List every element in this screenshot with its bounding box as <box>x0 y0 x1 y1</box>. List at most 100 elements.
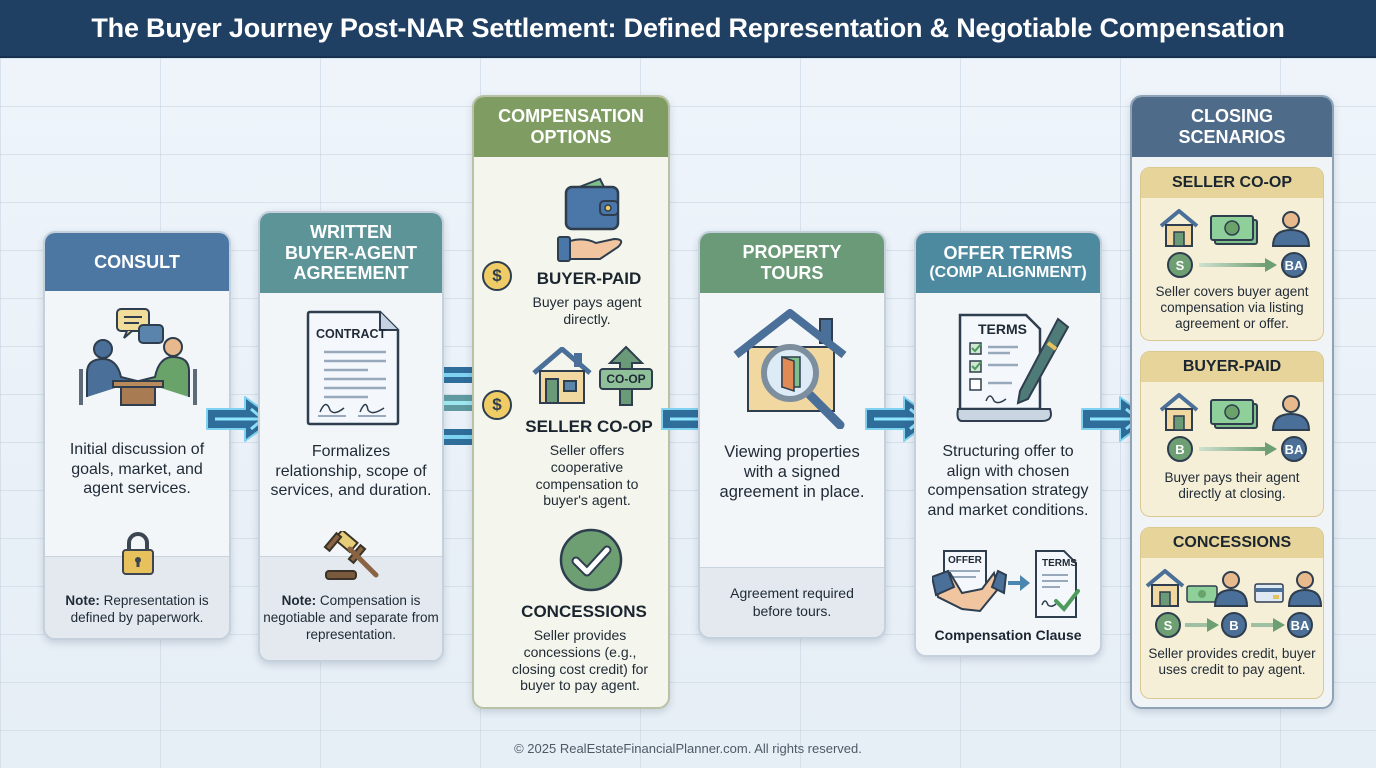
note-text: Representation is defined by paperwork. <box>70 593 209 625</box>
step-note: Note: Compensation is negotiable and sep… <box>260 531 442 660</box>
terms-document-icon <box>1035 550 1077 618</box>
checkmark-circle-icon <box>559 528 623 592</box>
page-title: The Buyer Journey Post-NAR Settlement: D… <box>91 12 1285 43</box>
payment-flow: S B BA <box>1141 612 1323 638</box>
step-title-line: CLOSING <box>1190 106 1273 127</box>
scenario-description: Buyer pays their agent directly at closi… <box>1164 470 1300 502</box>
step-offer-terms: OFFER TERMS (COMP ALIGNMENT) TERMS Struc… <box>914 231 1102 657</box>
coop-sign-icon: CO-OP <box>598 345 654 407</box>
terms-document-pen-icon: TERMS <box>956 313 1072 425</box>
scenario-buyer-paid: BUYER-PAID B BA Buyer pays their agent d… <box>1140 351 1324 517</box>
house-money-agent-icons <box>1159 393 1311 431</box>
flow-arrow-icon <box>1185 618 1219 632</box>
title-bar: The Buyer Journey Post-NAR Settlement: D… <box>0 0 1376 58</box>
note-label: Note: <box>281 593 317 608</box>
wallet-hand-icon <box>557 177 623 262</box>
note-text: Compensation is negotiable and separate … <box>263 593 439 642</box>
option-description: Seller offers cooperative compensation t… <box>535 442 639 509</box>
agent-icon <box>1287 571 1323 607</box>
flow-node: BA <box>1281 436 1307 462</box>
flow-arrow-icon <box>1199 442 1277 456</box>
step-title-line: (COMP ALIGNMENT) <box>929 264 1087 282</box>
step-title-line: BUYER-AGENT <box>284 242 417 263</box>
step-closing-scenarios: CLOSING SCENARIOS SELLER CO-OP S BA Sell… <box>1130 95 1334 709</box>
step-property-tours: PROPERTY TOURS Viewing properties with a… <box>698 231 886 639</box>
flow-node: B <box>1167 436 1193 462</box>
house-money-agent-icons <box>1159 209 1311 247</box>
house-icon <box>1145 569 1185 607</box>
step-consult: CONSULT Initial discussion of goals, mar… <box>43 231 231 640</box>
step-title-line: PROPERTY <box>742 242 842 263</box>
meeting-handshake-icon <box>79 308 197 406</box>
house-icon <box>1159 393 1199 431</box>
option-description: Seller provides concessions (e.g., closi… <box>511 627 649 694</box>
payment-flow: S BA <box>1141 252 1323 278</box>
step-title-line: TOURS <box>760 263 824 283</box>
step-title-line: OFFER TERMS <box>943 243 1073 264</box>
step-note: Agreement required before tours. <box>700 567 884 637</box>
step-title-line: SCENARIOS <box>1178 127 1286 147</box>
step-description: Initial discussion of goals, market, and… <box>69 441 205 498</box>
step-title: CONSULT <box>94 251 180 272</box>
credit-card-icon <box>1254 583 1284 603</box>
scenario-title: BUYER-PAID <box>1141 352 1323 382</box>
agent-icon <box>1271 395 1311 431</box>
flow-arrow-icon <box>1199 258 1277 272</box>
step-note: Note: Representation is defined by paper… <box>45 532 229 638</box>
step-compensation-options: COMPENSATION OPTIONS $ $ BUYER-PAID Buye… <box>472 95 670 709</box>
option-title: CONCESSIONS <box>521 602 647 621</box>
contract-label: CONTRACT <box>316 327 387 341</box>
option-title: BUYER-PAID <box>536 269 642 288</box>
contract-icon: CONTRACT <box>306 310 400 426</box>
step-compensation-header: COMPENSATION OPTIONS <box>474 97 668 157</box>
house-icon <box>532 347 592 404</box>
option-description: Buyer pays agent directly. <box>532 294 642 327</box>
buyer-icon <box>1213 571 1249 607</box>
dollar-coin-icon: $ <box>482 261 512 291</box>
step-description: Formalizes relationship, scope of servic… <box>270 443 432 500</box>
money-icon <box>1186 585 1218 603</box>
step-title-line: WRITTEN <box>310 221 392 242</box>
step-title-line: AGREEMENT <box>293 263 409 284</box>
step-tours-header: PROPERTY TOURS <box>700 233 884 293</box>
coop-sign-label: CO-OP <box>606 372 646 386</box>
terms-label: TERMS <box>978 321 1027 337</box>
step-title-line: COMPENSATION <box>498 106 644 127</box>
step-offer-header: OFFER TERMS (COMP ALIGNMENT) <box>916 233 1100 293</box>
money-icon <box>1210 399 1258 429</box>
scenario-title: CONCESSIONS <box>1141 528 1323 558</box>
offer-to-terms-graphic: OFFER TERMS <box>932 549 1084 623</box>
scenario-title: SELLER CO-OP <box>1141 168 1323 198</box>
copyright-footer: © 2025 RealEstateFinancialPlanner.com. A… <box>514 741 862 756</box>
gavel-icon <box>323 531 379 580</box>
flow-node: S <box>1155 612 1181 638</box>
terms-mini-label: TERMS <box>1042 558 1077 569</box>
step-description: Structuring offer to align with chosen c… <box>927 443 1089 519</box>
house-money-buyer-card-agent-icons <box>1145 569 1323 607</box>
check-icon <box>1054 589 1080 613</box>
step-closing-header: CLOSING SCENARIOS <box>1132 97 1332 157</box>
flow-node: BA <box>1281 252 1307 278</box>
compensation-clause-caption: Compensation Clause <box>934 627 1082 643</box>
step-agreement-header: WRITTEN BUYER-AGENT AGREEMENT <box>260 213 442 293</box>
agent-icon <box>1271 211 1311 247</box>
scenario-description: Seller covers buyer agent compensation v… <box>1155 284 1309 332</box>
note-label: Note: <box>65 593 100 608</box>
step-agreement: WRITTEN BUYER-AGENT AGREEMENT CONTRACT F… <box>258 211 444 662</box>
offer-label: OFFER <box>948 555 982 566</box>
flow-node: S <box>1167 252 1193 278</box>
dollar-coin-icon: $ <box>482 390 512 420</box>
step-title-line: OPTIONS <box>530 127 612 147</box>
scenario-description: Seller provides credit, buyer uses credi… <box>1148 646 1316 678</box>
house-icon <box>1159 209 1199 247</box>
padlock-icon <box>122 532 154 575</box>
flow-node: BA <box>1287 612 1313 638</box>
step-consult-header: CONSULT <box>45 233 229 291</box>
payment-flow: B BA <box>1141 436 1323 462</box>
scenario-concessions: CONCESSIONS S B BA Seller provides credi… <box>1140 527 1324 699</box>
step-description: Viewing properties with a signed agreeme… <box>719 443 865 502</box>
scenario-seller-coop: SELLER CO-OP S BA Seller covers buyer ag… <box>1140 167 1324 341</box>
option-title: SELLER CO-OP <box>525 417 653 436</box>
money-icon <box>1210 215 1258 245</box>
flow-node: B <box>1221 612 1247 638</box>
